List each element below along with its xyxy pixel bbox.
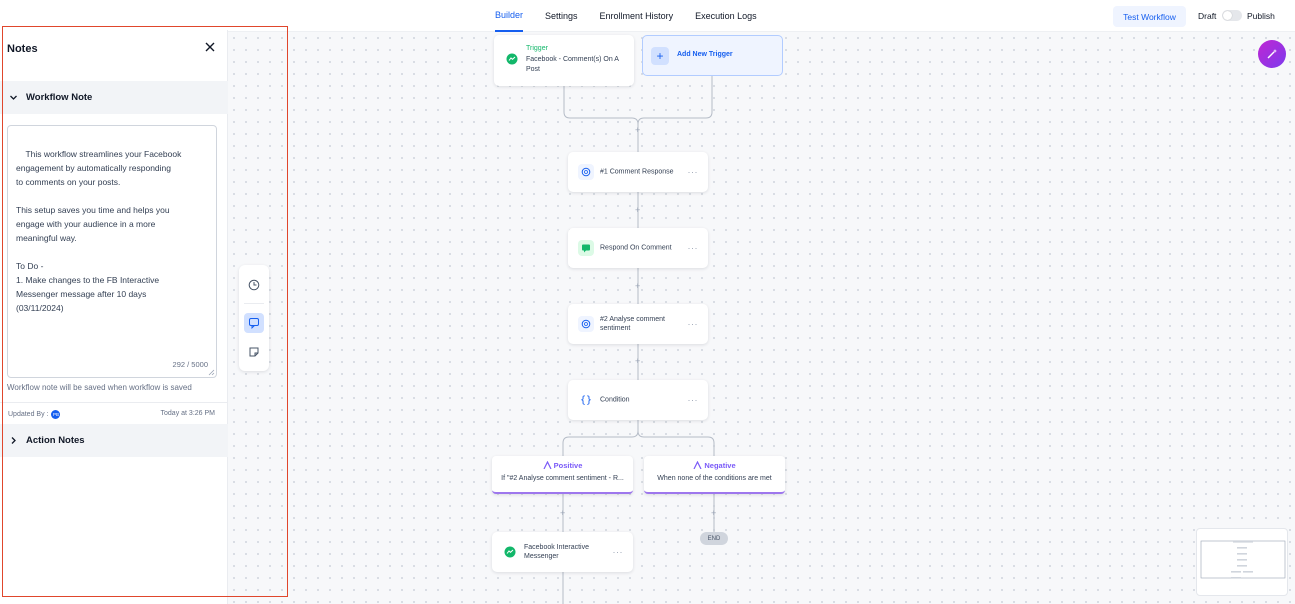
draft-label: Draft	[1198, 11, 1217, 21]
branch-title-text: Positive	[553, 461, 583, 470]
openai-icon	[578, 316, 594, 332]
add-step-button[interactable]: +	[560, 508, 566, 518]
tab-execution-logs[interactable]: Execution Logs	[695, 11, 757, 21]
character-counter: 292 / 5000	[172, 360, 208, 369]
action-label: Condition	[600, 396, 630, 404]
canvas-side-toolbar	[239, 265, 269, 371]
action-label: #1 Comment Response	[600, 168, 674, 176]
action-notes-section-header[interactable]: Action Notes	[0, 424, 228, 457]
close-icon[interactable]	[203, 40, 217, 54]
toolbar-divider	[244, 303, 264, 304]
branch-title-text: Negative	[704, 461, 736, 470]
updated-by: Updated By : PB	[8, 410, 61, 419]
history-button[interactable]	[244, 275, 264, 295]
tab-enrollment-history[interactable]: Enrollment History	[599, 11, 674, 21]
notes-panel: Notes Workflow Note This workflow stream…	[0, 30, 228, 604]
notes-panel-title: Notes	[7, 43, 38, 55]
test-workflow-button[interactable]: Test Workflow	[1113, 6, 1186, 27]
save-notice: Workflow note will be saved when workflo…	[7, 383, 192, 392]
comments-button[interactable]	[244, 313, 264, 333]
more-options-icon[interactable]: ···	[687, 319, 698, 329]
branch-title: Positive	[492, 460, 633, 470]
branch-icon	[543, 460, 552, 470]
branch-negative[interactable]: Negative When none of the conditions are…	[644, 456, 785, 494]
updated-by-label: Updated By :	[8, 411, 49, 418]
publish-toggle[interactable]	[1222, 10, 1242, 21]
add-step-button[interactable]: +	[711, 508, 717, 518]
workflow-note-textarea[interactable]: This workflow streamlines your Facebook …	[7, 125, 217, 378]
updated-info: Updated By : PB Today at 3:26 PM	[0, 402, 228, 424]
add-step-button[interactable]: +	[635, 281, 641, 291]
publish-label: Publish	[1247, 11, 1275, 21]
toggle-knob	[1223, 11, 1232, 20]
add-trigger-button[interactable]: + Add New Trigger	[642, 35, 783, 76]
more-options-icon[interactable]: ···	[687, 395, 698, 405]
braces-icon: {}	[579, 394, 593, 406]
clock-icon	[248, 279, 260, 291]
notes-button[interactable]	[244, 342, 264, 362]
updated-timestamp: Today at 3:26 PM	[160, 410, 215, 417]
workflow-note-section-header[interactable]: Workflow Note	[0, 81, 228, 114]
workflow-note-text: This workflow streamlines your Facebook …	[16, 149, 182, 313]
messenger-icon	[504, 51, 520, 67]
branch-icon	[693, 460, 702, 470]
comment-icon	[578, 240, 594, 256]
more-options-icon[interactable]: ···	[612, 547, 623, 557]
magic-wand-icon	[1267, 49, 1277, 59]
resize-handle-icon[interactable]	[208, 369, 215, 376]
comment-icon	[249, 318, 259, 329]
add-step-button[interactable]: +	[635, 125, 641, 135]
branch-positive[interactable]: Positive If "#2 Analyse comment sentimen…	[492, 456, 633, 494]
more-options-icon[interactable]: ···	[687, 243, 698, 253]
minimap[interactable]	[1196, 528, 1288, 596]
add-step-button[interactable]: +	[635, 205, 641, 215]
action-label: Respond On Comment	[600, 244, 672, 252]
tab-bar: Builder Settings Enrollment History Exec…	[495, 0, 757, 32]
action-node-analyse-sentiment[interactable]: #2 Analyse comment sentiment ···	[568, 304, 708, 344]
openai-icon	[578, 164, 594, 180]
chevron-down-icon	[10, 95, 17, 100]
more-options-icon[interactable]: ···	[687, 167, 698, 177]
top-bar: Builder Settings Enrollment History Exec…	[0, 0, 1295, 32]
trigger-title: Trigger	[526, 45, 548, 52]
workflow-note-label: Workflow Note	[26, 92, 93, 103]
tab-settings[interactable]: Settings	[545, 11, 578, 21]
end-marker: END	[700, 532, 728, 545]
trigger-node[interactable]: Trigger Facebook - Comment(s) On A Post	[494, 35, 634, 86]
add-step-button[interactable]: +	[635, 356, 641, 366]
chevron-right-icon	[11, 437, 16, 444]
branch-subtitle: When none of the conditions are met	[657, 475, 772, 482]
trigger-subtitle: Facebook - Comment(s) On A Post	[526, 56, 619, 73]
branch-title: Negative	[644, 460, 785, 470]
action-node-interactive-messenger[interactable]: Facebook Interactive Messenger ···	[492, 532, 633, 572]
tab-builder[interactable]: Builder	[495, 0, 524, 32]
branch-subtitle: If "#2 Analyse comment sentiment - R...	[501, 475, 624, 482]
sticky-note-icon	[249, 347, 259, 357]
workflow-canvas[interactable]	[228, 32, 1295, 604]
action-node-comment-response[interactable]: #1 Comment Response ···	[568, 152, 708, 192]
add-trigger-label: Add New Trigger	[677, 51, 733, 58]
ai-assistant-button[interactable]	[1258, 40, 1286, 68]
action-node-condition[interactable]: {} Condition ···	[568, 380, 708, 420]
action-label: Facebook Interactive Messenger	[524, 544, 589, 560]
action-node-respond-on-comment[interactable]: Respond On Comment ···	[568, 228, 708, 268]
plus-icon: +	[651, 47, 669, 65]
action-notes-label: Action Notes	[26, 435, 85, 446]
avatar: PB	[51, 410, 61, 419]
action-label: #2 Analyse comment sentiment	[600, 316, 665, 332]
messenger-icon	[502, 544, 518, 560]
minimap-preview	[1200, 540, 1286, 579]
